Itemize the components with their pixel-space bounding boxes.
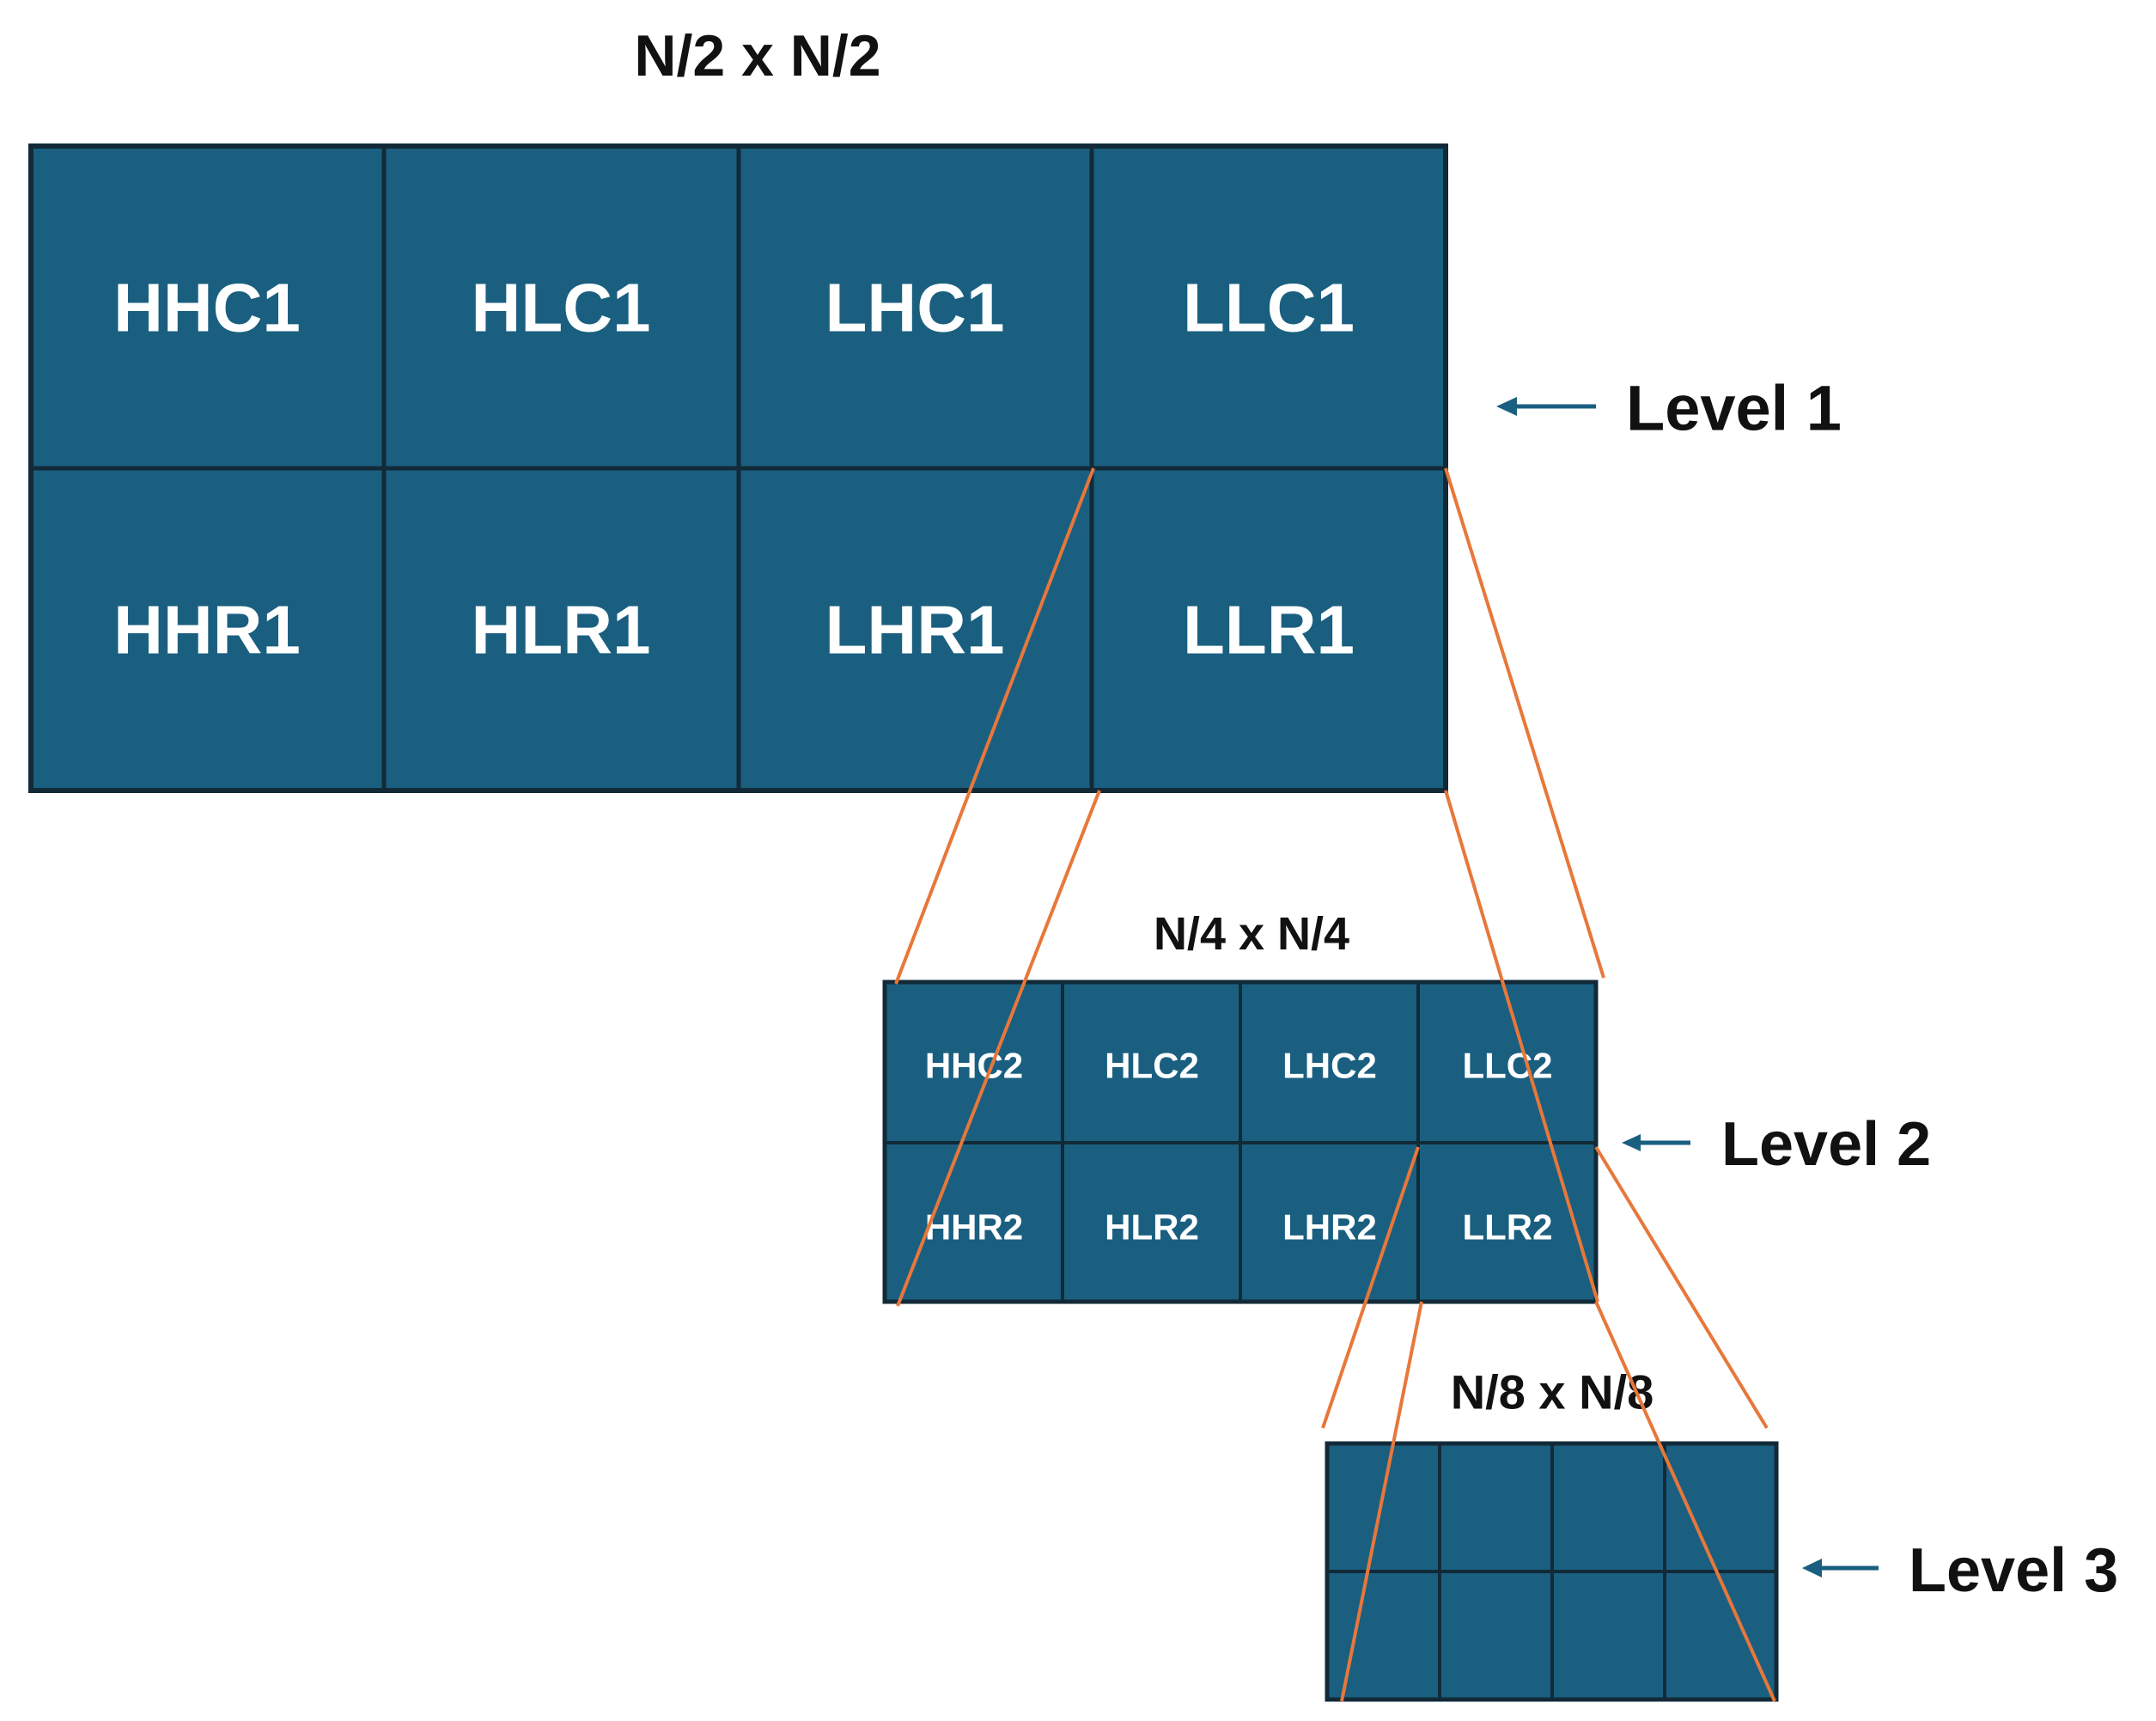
level2-cell-lhr2: LHR2	[1282, 1207, 1377, 1248]
level1-cell-hlc1: HLC1	[472, 270, 651, 346]
level3-arrow-icon	[1802, 1559, 1879, 1578]
level1-grid: HHC1 HLC1 LHC1 LLC1 HHR1 HLR1 LHR1 LLR1	[28, 143, 1448, 793]
level2-cell-hlr2: HLR2	[1105, 1207, 1199, 1248]
level2-cell-hhr2: HHR2	[925, 1207, 1023, 1248]
level2-cell-llr2: LLR2	[1463, 1207, 1553, 1248]
level3-dimension: N/8 x N/8	[1451, 1365, 1654, 1419]
level1-cell-hhc1: HHC1	[113, 270, 301, 346]
level2-dimension: N/4 x N/4	[1154, 908, 1349, 960]
level2-arrow-icon	[1622, 1134, 1690, 1151]
level1-cell-lhr1: LHR1	[825, 592, 1005, 668]
level1-arrow-icon	[1496, 397, 1596, 416]
level1-label: Level 1	[1626, 373, 1842, 444]
level1-cell-lhc1: LHC1	[825, 270, 1005, 346]
level2-label: Level 2	[1721, 1110, 1931, 1179]
level2-cell-hhc2: HHC2	[925, 1046, 1023, 1086]
level2-cell-hlc2: HLC2	[1105, 1046, 1199, 1086]
level3-label: Level 3	[1909, 1536, 2118, 1605]
connectors-level2-to-level3	[1321, 1145, 1776, 1702]
level1-cell-llc1: LLC1	[1183, 270, 1355, 346]
level2-cell-llc2: LLC2	[1463, 1046, 1553, 1086]
level1-cell-llr1: LLR1	[1183, 592, 1355, 668]
level2-grid: HHC2 HLC2 LHC2 LLC2 HHR2 HLR2 LHR2 LLR2	[882, 980, 1599, 1304]
level3-grid	[1325, 1441, 1779, 1702]
level1-cell-hlr1: HLR1	[472, 592, 651, 668]
level1-dimension: N/2 x N/2	[634, 23, 880, 88]
level1-cell-hhr1: HHR1	[113, 592, 301, 668]
level2-cell-lhc2: LHC2	[1282, 1046, 1377, 1086]
connectors-level1-to-level2	[894, 467, 1605, 1307]
